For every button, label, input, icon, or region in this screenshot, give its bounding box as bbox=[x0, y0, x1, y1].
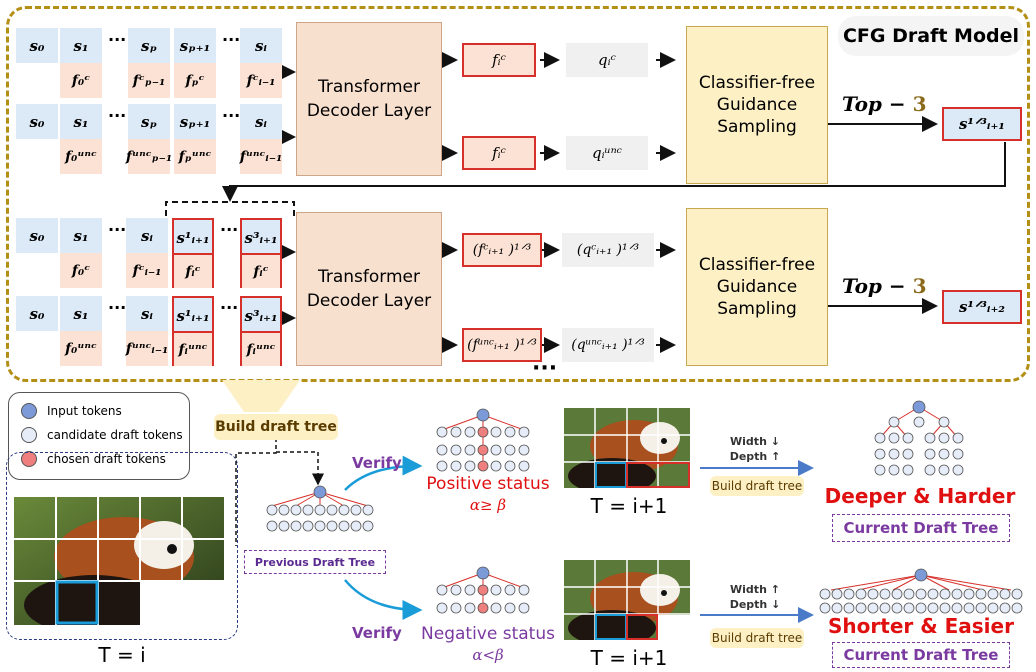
verify-label-positive: Verify bbox=[352, 454, 402, 472]
legend-item-chosen: chosen draft tokens bbox=[21, 451, 166, 467]
previous-draft-tree-label: Previous Draft Tree bbox=[244, 550, 386, 574]
cfg-sampling-2: Classifier-free Guidance Sampling bbox=[686, 208, 828, 366]
negative-condition: α<β bbox=[472, 646, 504, 664]
topk-label-2: Top − 3 bbox=[842, 274, 927, 298]
transformer-decoder-layer-2: Transformer Decoder Layer bbox=[296, 212, 442, 366]
f-cond-output: fᵢᶜ bbox=[462, 43, 536, 77]
legend-item-candidate: candidate draft tokens bbox=[21, 427, 183, 443]
build-draft-tree-small-top: Build draft tree bbox=[710, 476, 804, 496]
current-draft-tree-label-top: Current Draft Tree bbox=[832, 514, 1010, 542]
time-label-t-i1-bottom: T = i+1 bbox=[590, 646, 668, 670]
cfg-draft-model-frame bbox=[6, 6, 1030, 382]
token-s0: s₀ bbox=[16, 28, 58, 98]
positive-tree-graphic bbox=[436, 408, 530, 472]
cfg-sampling-1: Classifier-free Guidance Sampling bbox=[686, 26, 828, 184]
verify-label-negative: Verify bbox=[352, 624, 402, 642]
negative-tree-graphic bbox=[436, 566, 530, 614]
positive-condition: α≥ β bbox=[469, 496, 507, 514]
q-unc-output-2: (qᵘⁿᶜᵢ₊₁ )¹ᐟ³ bbox=[562, 328, 654, 362]
time-label-t-i: T = i bbox=[98, 643, 146, 667]
negative-status-label: Negative status bbox=[421, 624, 555, 644]
ellipsis: ··· bbox=[220, 220, 239, 239]
token-s0: s₀ bbox=[16, 104, 58, 174]
red-panda-image-t-i bbox=[14, 497, 224, 625]
red-panda-image-t-i1-top bbox=[564, 408, 690, 488]
deeper-tree-graphic bbox=[874, 400, 964, 476]
ellipsis: ··· bbox=[108, 298, 127, 317]
ellipsis: ··· bbox=[532, 356, 558, 381]
ellipsis: ··· bbox=[220, 298, 239, 317]
build-draft-tree-label: Build draft tree bbox=[214, 414, 338, 440]
ellipsis: ··· bbox=[108, 30, 127, 49]
shorter-tree-graphic bbox=[819, 568, 1023, 614]
shorter-easier-label: Shorter & Easier bbox=[828, 614, 1014, 638]
current-draft-tree-label-bottom: Current Draft Tree bbox=[832, 642, 1010, 668]
token-s0: s₀ bbox=[16, 296, 58, 366]
legend: Input tokens candidate draft tokens chos… bbox=[8, 392, 190, 480]
f-unc-output-2: (fᵘⁿᶜᵢ₊₁ )¹ᐟ³ bbox=[462, 328, 542, 362]
ellipsis: ··· bbox=[222, 106, 241, 125]
deeper-harder-label: Deeper & Harder bbox=[824, 484, 1016, 508]
ellipsis: ··· bbox=[222, 30, 241, 49]
width-depth-bottom: Width ↑Depth ↓ bbox=[729, 583, 781, 611]
topk-label-1: Top − 3 bbox=[842, 92, 927, 116]
s-output-i2: s¹ᐟ³ᵢ₊₂ bbox=[942, 290, 1022, 324]
model-title: CFG Draft Model bbox=[838, 16, 1024, 56]
positive-status-label: Positive status bbox=[426, 474, 550, 494]
s-output-i1: s¹ᐟ³ᵢ₊₁ bbox=[942, 107, 1022, 141]
build-draft-tree-small-bottom: Build draft tree bbox=[710, 628, 804, 648]
time-label-t-i1-top: T = i+1 bbox=[590, 494, 668, 518]
f-unc-output: fᵢᶜ bbox=[462, 136, 536, 170]
q-cond-output-2: (qᶜᵢ₊₁ )¹ᐟ³ bbox=[562, 233, 654, 267]
ellipsis: ··· bbox=[108, 106, 127, 125]
f-cond-output-2: (fᶜᵢ₊₁ )¹ᐟ³ bbox=[462, 233, 542, 267]
previous-draft-tree-graphic bbox=[266, 485, 374, 532]
candidate-token-icon bbox=[21, 427, 37, 443]
q-cond-output: qᵢᶜ bbox=[566, 43, 648, 77]
image-t-i-container bbox=[6, 452, 238, 640]
red-panda-image-t-i1-bottom bbox=[564, 560, 690, 640]
ellipsis: ··· bbox=[108, 220, 127, 239]
input-token-icon bbox=[21, 403, 37, 419]
legend-item-input: Input tokens bbox=[21, 403, 122, 419]
q-unc-output: qᵢᵘⁿᶜ bbox=[566, 136, 648, 170]
chosen-token-icon bbox=[21, 451, 37, 467]
width-depth-top: Width ↓Depth ↑ bbox=[729, 435, 781, 463]
token-s0: s₀ bbox=[16, 218, 58, 288]
transformer-decoder-layer-1: Transformer Decoder Layer bbox=[296, 22, 442, 176]
